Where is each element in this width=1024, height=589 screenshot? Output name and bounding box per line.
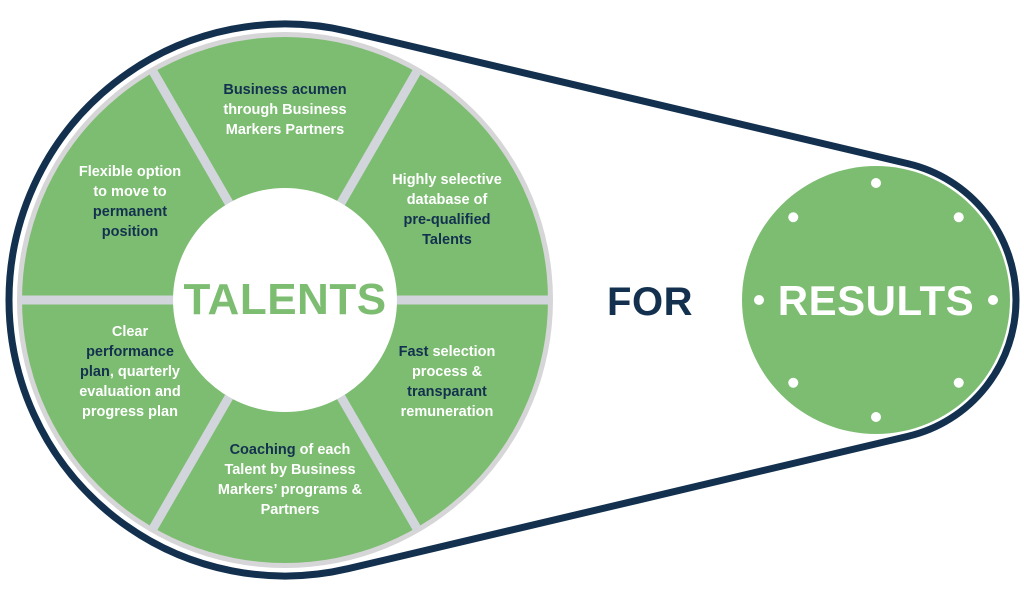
results-dot — [788, 377, 799, 388]
talents-label: TALENTS — [183, 275, 387, 324]
segment-text: selection — [428, 344, 496, 360]
highlighted-text: Business acumen — [223, 82, 347, 98]
segment-text-line: Talent by Business — [190, 460, 390, 480]
segment-text: progress plan — [82, 404, 178, 420]
segment-text-line: transparant — [362, 382, 532, 402]
segment-fast-selection: Fast selection process & transparant remune… — [362, 342, 532, 422]
segment-text: Clear — [111, 324, 149, 340]
results-dot — [754, 295, 764, 305]
segment-text-line: Markers’ programs & — [190, 480, 390, 500]
segment-performance-plan: Clear performance plan, quarterly evaluatio… — [40, 322, 220, 422]
segment-text-line: performance — [40, 342, 220, 362]
segment-text: Talent by Business — [224, 462, 356, 478]
highlighted-text: plan — [80, 364, 110, 380]
segment-text-line: Coaching of each — [190, 440, 390, 460]
segment-text: Markers’ programs & — [217, 482, 363, 498]
belt-outline — [5, 20, 1020, 580]
results-dot — [871, 178, 881, 188]
segment-text: process & — [411, 364, 483, 380]
segment-text-line: Talents — [362, 230, 532, 250]
segment-text: remuneration — [400, 404, 494, 420]
segment-text-line: Flexible option — [40, 162, 220, 182]
segment-text-line: position — [40, 222, 220, 242]
segment-text-line: pre-qualified — [362, 210, 532, 230]
segment-divider — [337, 68, 422, 206]
segment-text-line: permanent — [40, 202, 220, 222]
highlighted-text: performance — [86, 344, 174, 360]
highlighted-text: permanent — [92, 204, 168, 220]
segment-text-line: to move to — [40, 182, 220, 202]
segment-dividers — [20, 68, 550, 532]
segment-text-line: Business acumen — [200, 80, 370, 100]
results-dot — [871, 412, 881, 422]
results-dot — [788, 212, 799, 223]
results-wheel-dots — [754, 178, 998, 422]
segment-text: Flexible option — [78, 164, 182, 180]
segment-text-line: Clear — [40, 322, 220, 342]
segment-text-line: Fast selection — [362, 342, 532, 362]
segment-text: database of — [406, 192, 488, 208]
segment-text: , quarterly — [109, 364, 180, 380]
segment-text-line: Markers Partners — [200, 120, 370, 140]
segment-text-line: Partners — [190, 500, 390, 520]
segment-text-line: process & — [362, 362, 532, 382]
results-wheel-disk — [742, 166, 1010, 434]
highlighted-text: transparant — [407, 384, 487, 400]
results-label: RESULTS — [777, 277, 975, 324]
segment-text-line: progress plan — [40, 402, 220, 422]
highlighted-text: Talents — [422, 232, 472, 248]
talents-hub — [173, 188, 397, 412]
segment-text-line: through Business — [200, 100, 370, 120]
segment-text-line: plan, quarterly — [40, 362, 220, 382]
segment-text: through Business — [223, 102, 347, 118]
segment-text-line: Highly selective — [362, 170, 532, 190]
segment-text: evaluation and — [79, 384, 181, 400]
segment-text: Highly selective — [392, 172, 502, 188]
segment-text-line: evaluation and — [40, 382, 220, 402]
segment-text-line: remuneration — [362, 402, 532, 422]
segment-flexible-option: Flexible option to move to permanent positi… — [40, 162, 220, 242]
results-dot — [953, 212, 964, 223]
segment-divider — [148, 394, 233, 532]
segment-divider — [337, 394, 422, 532]
segment-text-line: database of — [362, 190, 532, 210]
segment-selective-database: Highly selective database of pre-qualified… — [362, 170, 532, 250]
highlighted-text: pre-qualified — [403, 212, 491, 228]
results-dot — [953, 377, 964, 388]
segment-text: Partners — [260, 502, 320, 518]
segment-divider — [148, 68, 233, 206]
segment-text: to move to — [93, 184, 167, 200]
for-label: FOR — [607, 280, 693, 324]
highlighted-text: Coaching — [229, 442, 296, 458]
segment-text: of each — [295, 442, 351, 458]
segment-text: Markers Partners — [225, 122, 345, 138]
highlighted-text: Fast — [398, 344, 429, 360]
results-dot — [988, 295, 998, 305]
highlighted-text: position — [101, 224, 159, 240]
